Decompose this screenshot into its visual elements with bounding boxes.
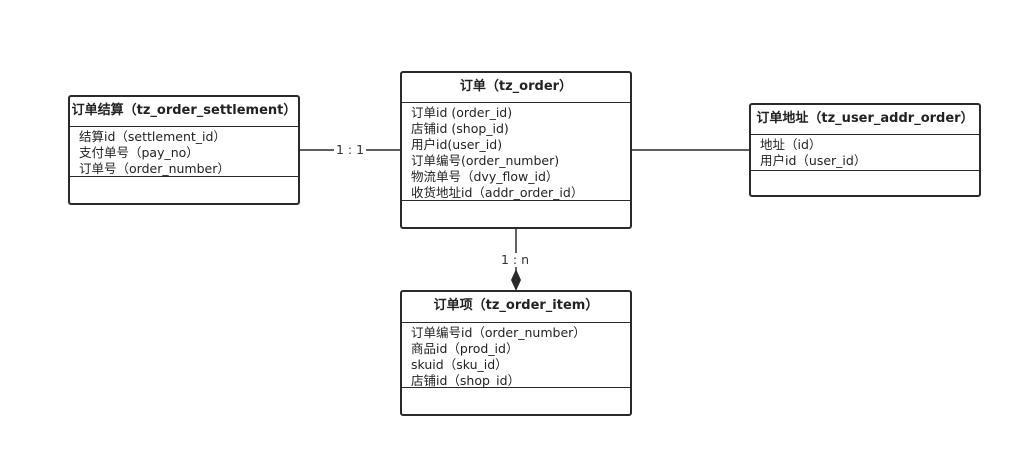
class-title: 订单地址（tz_user_addr_order） (751, 105, 979, 135)
class-title: 订单结算（tz_order_settlement） (70, 97, 298, 127)
attribute: 店铺id (shop_id) (411, 121, 509, 136)
class-box-order: 订单（tz_order） 订单id (order_id) 店铺id (shop_… (400, 71, 632, 229)
class-attributes: 结算id（settlement_id） 支付单号（pay_no） 订单号（ord… (70, 127, 298, 177)
class-box-order-address: 订单地址（tz_user_addr_order） 地址（id） 用户id（use… (749, 103, 981, 197)
attribute: 支付单号（pay_no） (79, 145, 199, 160)
attribute: 订单id (order_id) (411, 105, 513, 120)
attribute: 用户id（user_id） (760, 153, 867, 168)
class-box-order-item: 订单项（tz_order_item） 订单编号id（order_number） … (400, 290, 632, 416)
attribute: 订单号（order_number） (79, 161, 230, 176)
relation-label-order-item: 1 : n (499, 252, 532, 267)
class-box-order-settlement: 订单结算（tz_order_settlement） 结算id（settlemen… (68, 95, 300, 205)
attribute: 订单编号id（order_number） (411, 325, 586, 340)
attribute: skuid（sku_id） (411, 357, 508, 372)
attribute: 商品id（prod_id） (411, 341, 519, 356)
attribute: 结算id（settlement_id） (79, 129, 226, 144)
class-title: 订单（tz_order） (402, 73, 630, 103)
attribute: 店铺id（shop_id） (411, 373, 521, 388)
class-attributes: 订单id (order_id) 店铺id (shop_id) 用户id(user… (402, 103, 630, 201)
class-attributes: 地址（id） 用户id（user_id） (751, 135, 979, 171)
attribute: 物流单号（dvy_flow_id） (411, 169, 559, 184)
class-title: 订单项（tz_order_item） (402, 292, 630, 323)
class-attributes: 订单编号id（order_number） 商品id（prod_id） skuid… (402, 323, 630, 388)
composition-diamond (511, 269, 521, 291)
attribute: 订单编号(order_number) (411, 153, 560, 168)
attribute: 收货地址id（addr_order_id） (411, 185, 584, 200)
attribute: 用户id(user_id) (411, 137, 503, 152)
attribute: 地址（id） (760, 137, 822, 152)
relation-label-settlement-order: 1 : 1 (334, 142, 367, 157)
